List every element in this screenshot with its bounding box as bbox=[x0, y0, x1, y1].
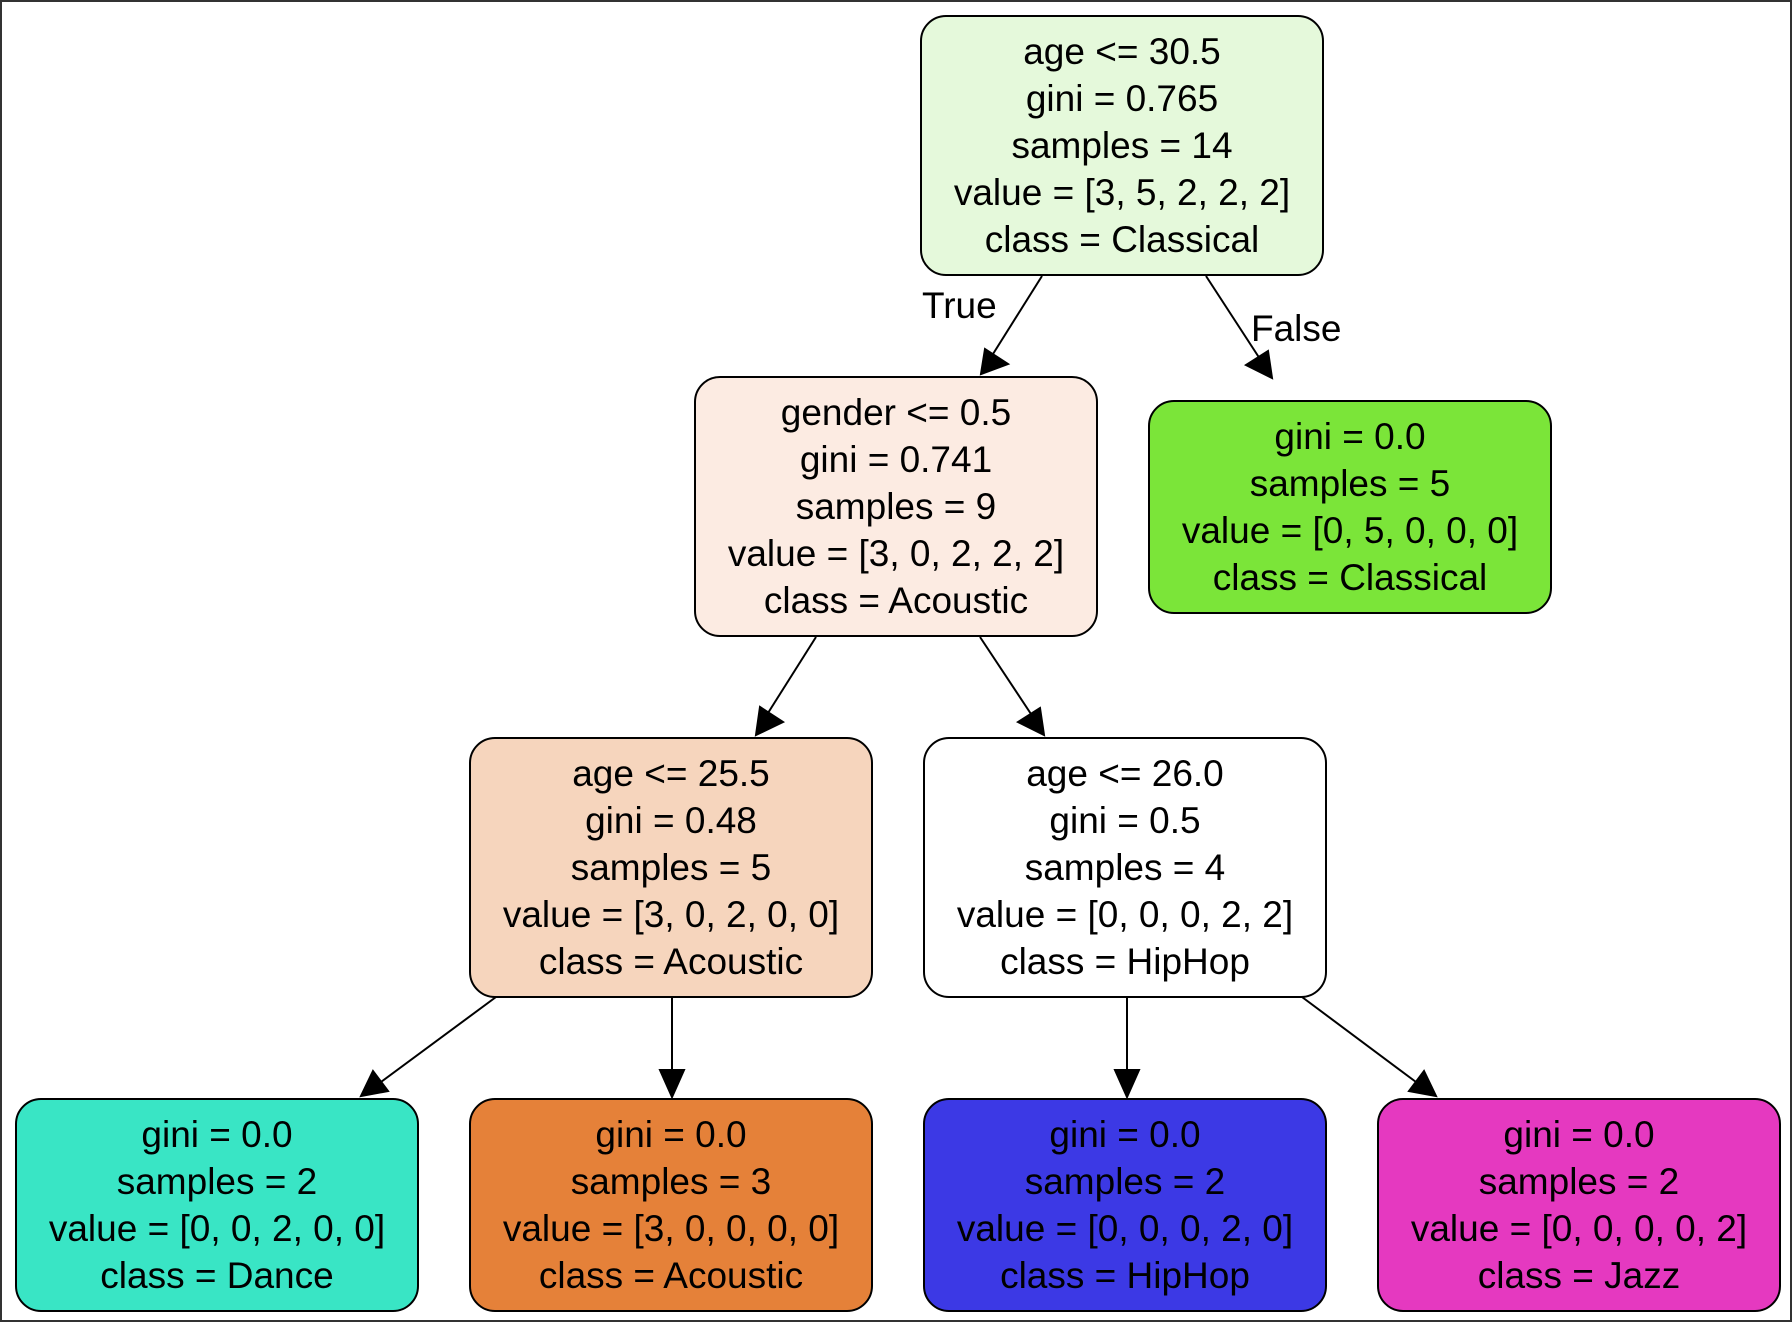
node-gini: gini = 0.0 bbox=[1274, 416, 1426, 457]
edge-gender-to-age260-arrowhead bbox=[1015, 706, 1046, 737]
node-samples: samples = 5 bbox=[570, 847, 772, 888]
node-class: class = HipHop bbox=[1000, 1255, 1250, 1296]
tree-leaf-acoustic: gini = 0.0 samples = 3 value = [3, 0, 0,… bbox=[469, 1098, 873, 1312]
tree-node-age-25-5: age <= 25.5 gini = 0.48 samples = 5 valu… bbox=[469, 737, 873, 998]
node-samples: samples = 14 bbox=[1011, 125, 1233, 166]
edge-root-to-classical-leaf bbox=[1205, 275, 1261, 360]
edge-label-false: False bbox=[1251, 308, 1342, 349]
node-split-condition: age <= 25.5 bbox=[572, 753, 770, 794]
node-samples: samples = 2 bbox=[116, 1161, 318, 1202]
tree-leaf-dance: gini = 0.0 samples = 2 value = [0, 0, 2,… bbox=[15, 1098, 419, 1312]
node-class: class = Dance bbox=[100, 1255, 334, 1296]
node-samples: samples = 2 bbox=[1478, 1161, 1680, 1202]
node-gini: gini = 0.0 bbox=[1049, 1114, 1201, 1155]
tree-node-root: age <= 30.5 gini = 0.765 samples = 14 va… bbox=[920, 15, 1324, 276]
node-class: class = Acoustic bbox=[763, 580, 1029, 621]
node-split-condition: age <= 30.5 bbox=[1023, 31, 1221, 72]
edge-age255-to-dance-leaf-arrowhead bbox=[359, 1069, 390, 1098]
node-class: class = Classical bbox=[1212, 557, 1488, 598]
edge-age260-to-jazz-leaf bbox=[1301, 996, 1417, 1083]
edge-age260-to-jazz-leaf-arrowhead bbox=[1407, 1069, 1438, 1098]
node-samples: samples = 9 bbox=[795, 486, 997, 527]
node-class: class = Acoustic bbox=[538, 1255, 804, 1296]
node-value: value = [0, 0, 0, 2, 0] bbox=[956, 1208, 1294, 1249]
edge-root-to-classical-leaf-arrowhead bbox=[1243, 349, 1274, 380]
node-gini: gini = 0.48 bbox=[585, 800, 757, 841]
edge-age255-to-acoustic-leaf-arrowhead bbox=[658, 1069, 686, 1100]
edge-gender-to-age255 bbox=[767, 636, 817, 714]
node-class: class = HipHop bbox=[1000, 941, 1250, 982]
edge-root-to-gender bbox=[992, 275, 1043, 355]
node-class: class = Jazz bbox=[1477, 1255, 1681, 1296]
edge-gender-to-age260 bbox=[979, 636, 1032, 715]
node-gini: gini = 0.741 bbox=[799, 439, 993, 480]
tree-leaf-jazz: gini = 0.0 samples = 2 value = [0, 0, 0,… bbox=[1377, 1098, 1781, 1312]
node-value: value = [0, 0, 0, 2, 2] bbox=[956, 894, 1294, 935]
node-value: value = [0, 0, 2, 0, 0] bbox=[48, 1208, 386, 1249]
node-value: value = [3, 5, 2, 2, 2] bbox=[953, 172, 1291, 213]
node-value: value = [0, 5, 0, 0, 0] bbox=[1181, 510, 1519, 551]
edge-root-to-gender-arrowhead bbox=[979, 347, 1011, 376]
edge-label-true: True bbox=[922, 285, 997, 326]
node-samples: samples = 2 bbox=[1024, 1161, 1226, 1202]
node-samples: samples = 5 bbox=[1249, 463, 1451, 504]
tree-leaf-hiphop: gini = 0.0 samples = 2 value = [0, 0, 0,… bbox=[923, 1098, 1327, 1312]
tree-node-age-26-0: age <= 26.0 gini = 0.5 samples = 4 value… bbox=[923, 737, 1327, 998]
node-value: value = [3, 0, 2, 0, 0] bbox=[502, 894, 840, 935]
node-value: value = [3, 0, 2, 2, 2] bbox=[727, 533, 1065, 574]
node-gini: gini = 0.0 bbox=[141, 1114, 293, 1155]
node-class: class = Acoustic bbox=[538, 941, 804, 982]
node-gini: gini = 0.765 bbox=[1025, 78, 1219, 119]
node-split-condition: gender <= 0.5 bbox=[780, 392, 1012, 433]
node-samples: samples = 3 bbox=[570, 1161, 772, 1202]
edge-age260-to-hiphop-leaf-arrowhead bbox=[1113, 1069, 1141, 1100]
node-value: value = [3, 0, 0, 0, 0] bbox=[502, 1208, 840, 1249]
node-gini: gini = 0.0 bbox=[595, 1114, 747, 1155]
node-gini: gini = 0.0 bbox=[1503, 1114, 1655, 1155]
node-gini: gini = 0.5 bbox=[1049, 800, 1201, 841]
edge-gender-to-age255-arrowhead bbox=[754, 705, 786, 737]
node-value: value = [0, 0, 0, 0, 2] bbox=[1410, 1208, 1748, 1249]
tree-leaf-classical: gini = 0.0 samples = 5 value = [0, 5, 0,… bbox=[1148, 400, 1552, 614]
node-split-condition: age <= 26.0 bbox=[1026, 753, 1224, 794]
tree-node-gender: gender <= 0.5 gini = 0.741 samples = 9 v… bbox=[694, 376, 1098, 637]
edge-age255-to-dance-leaf bbox=[380, 996, 497, 1083]
node-class: class = Classical bbox=[984, 219, 1260, 260]
node-samples: samples = 4 bbox=[1024, 847, 1226, 888]
